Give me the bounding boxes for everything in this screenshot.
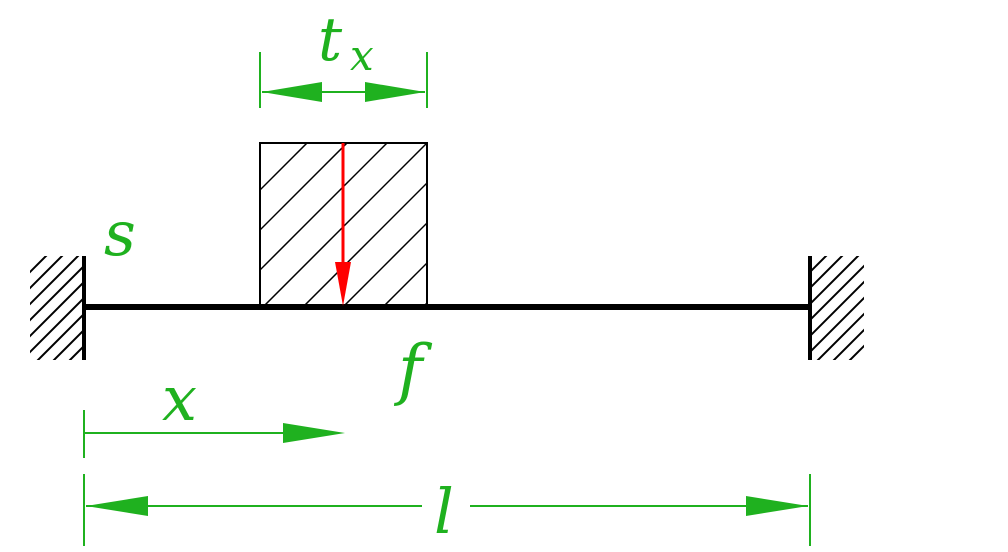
force-arrow — [335, 143, 351, 306]
label-t: t — [318, 5, 343, 75]
label-t-subscript: x — [350, 31, 374, 80]
label-l: l — [434, 475, 454, 548]
dimension-tx — [259, 52, 428, 108]
dimension-l — [83, 474, 811, 546]
x-arrow-right-icon — [283, 423, 345, 443]
tx-arrow-right-icon — [365, 82, 425, 102]
dimension-x — [83, 410, 345, 458]
force-arrow-head — [335, 262, 351, 306]
labels: t x s f x l — [104, 5, 454, 548]
left-wall-hatch — [30, 256, 84, 360]
moving-block — [259, 142, 428, 307]
label-x: x — [162, 362, 197, 435]
l-arrow-left-icon — [86, 496, 148, 516]
right-fixed-support — [808, 256, 864, 360]
tx-arrow-left-icon — [262, 82, 322, 102]
l-arrow-right-icon — [746, 496, 808, 516]
label-s: s — [104, 197, 136, 270]
label-f: f — [393, 331, 433, 408]
left-fixed-support — [30, 256, 86, 360]
